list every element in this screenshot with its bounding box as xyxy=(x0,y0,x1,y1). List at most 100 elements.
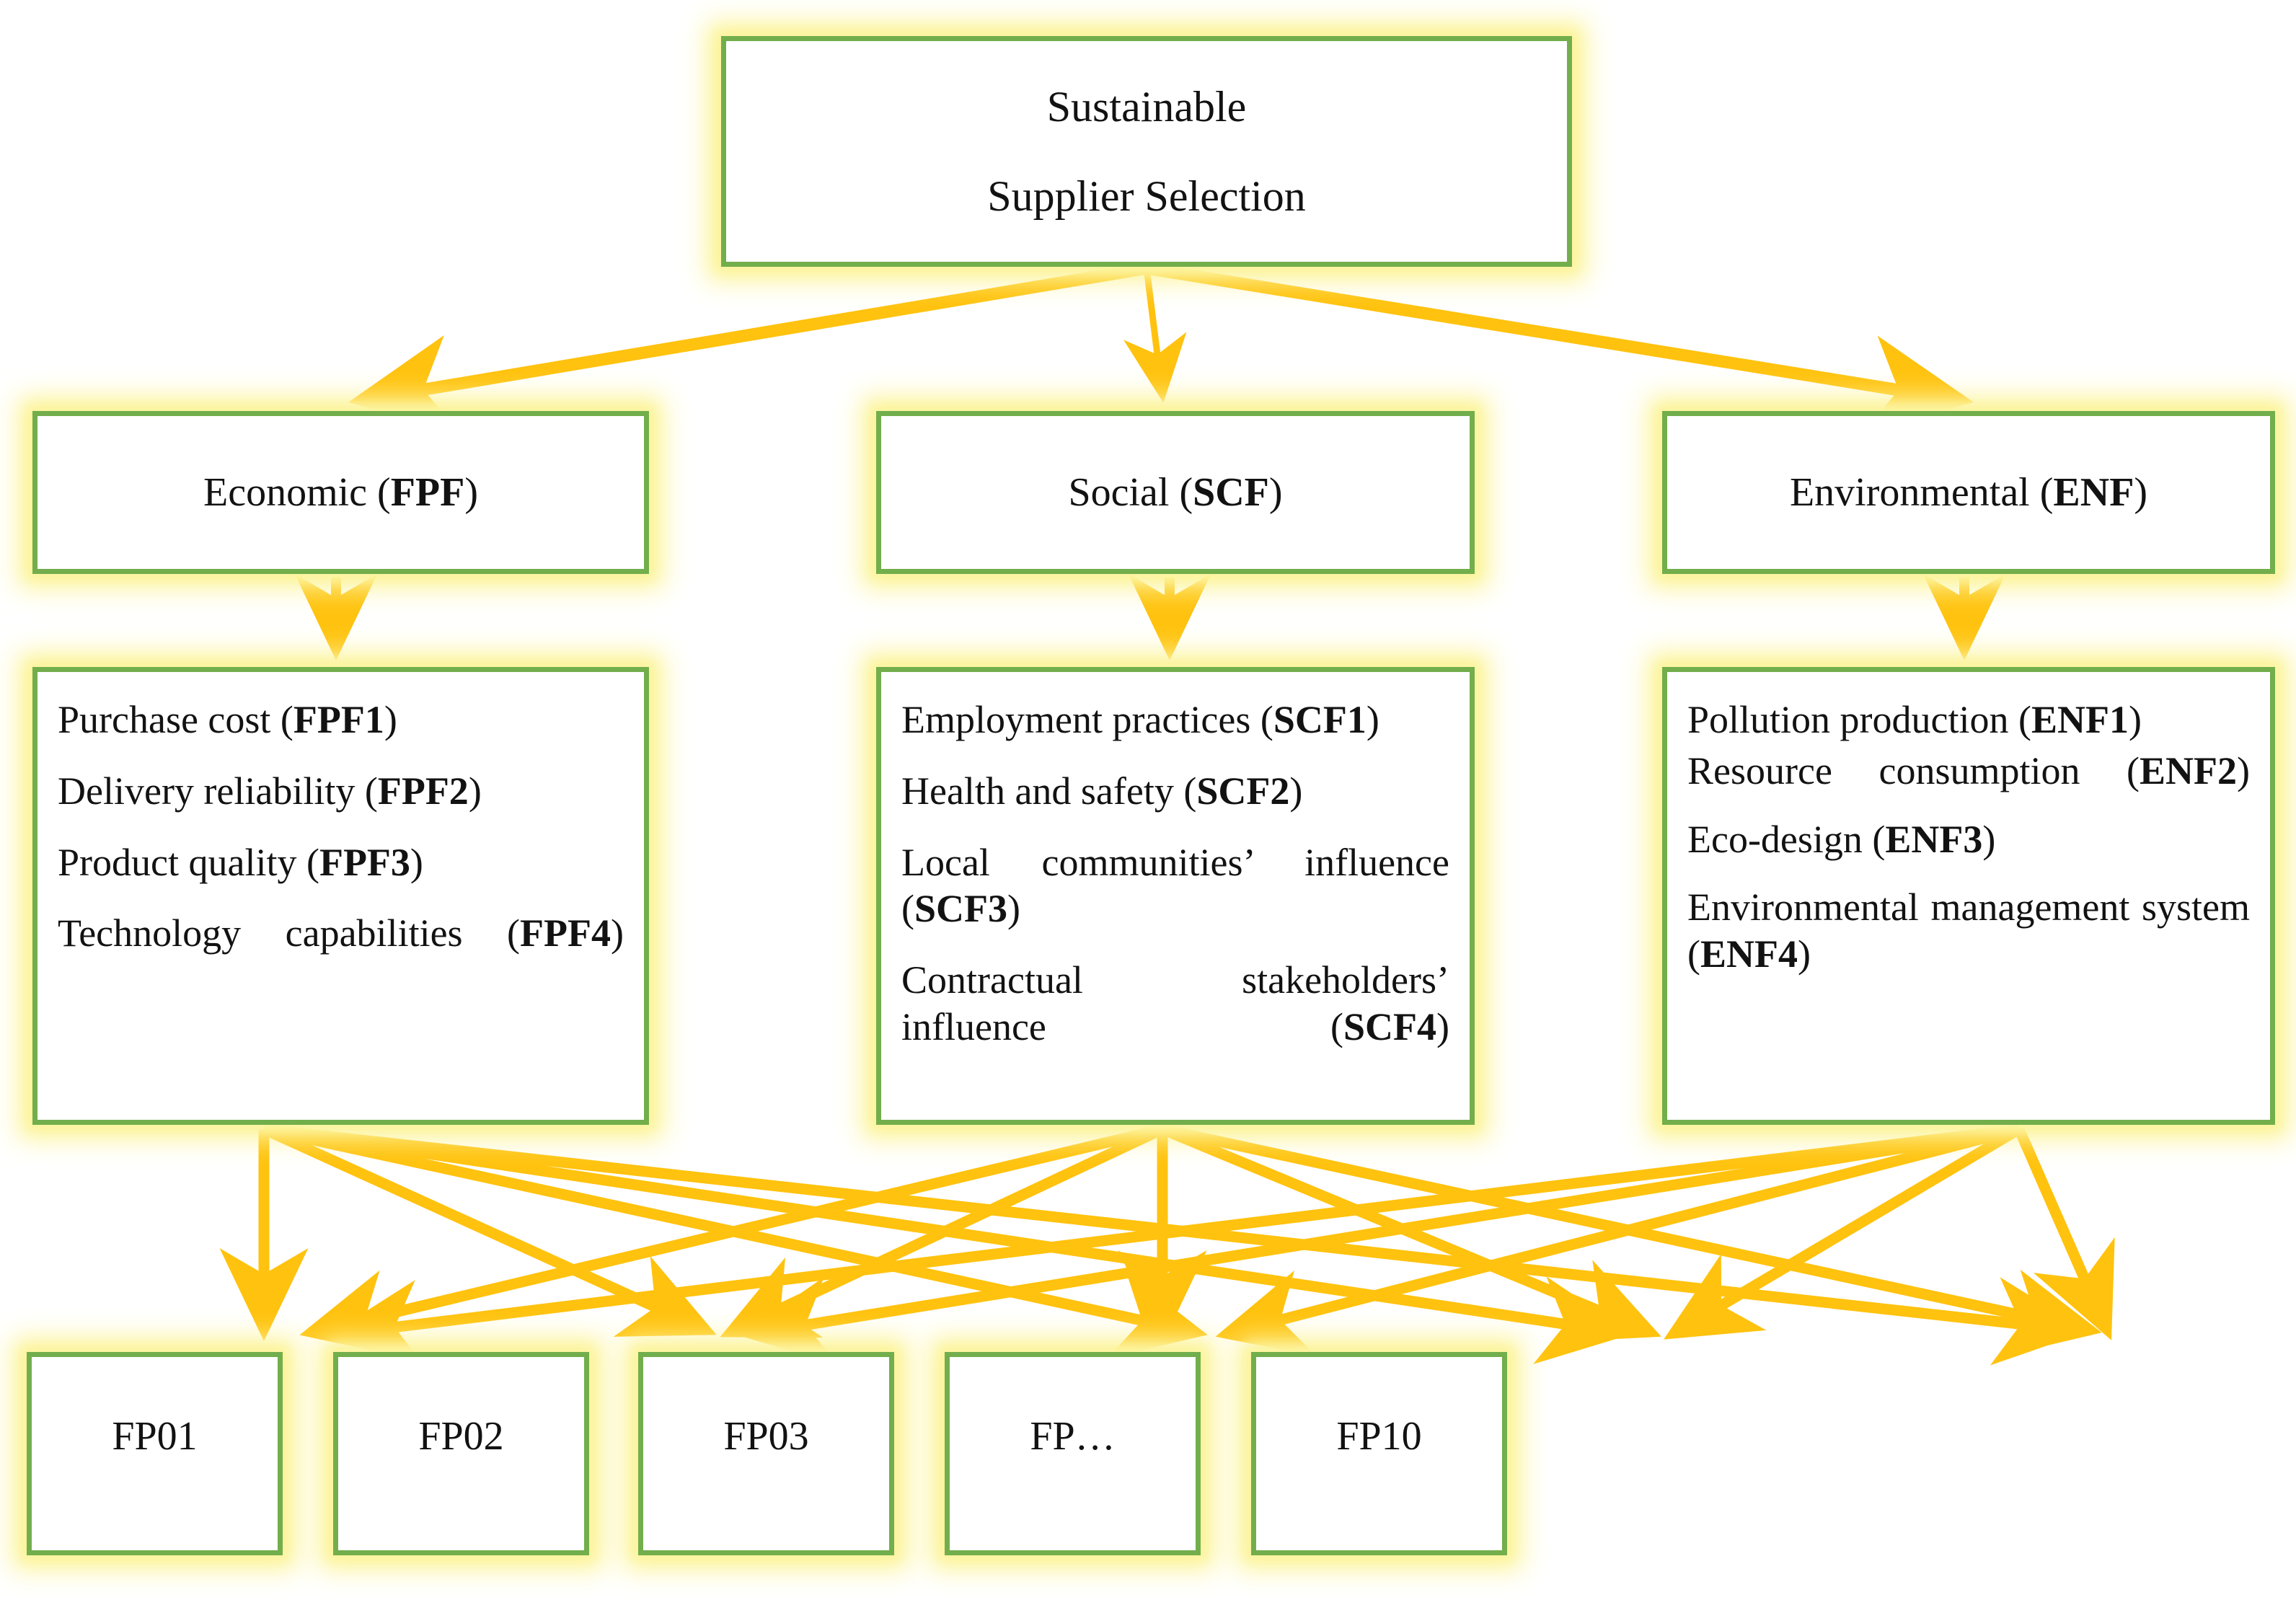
subcriterion-enf1: Pollution production (ENF1) xyxy=(1687,697,2250,743)
arrow-scf-to-fp01 xyxy=(299,1123,1164,1357)
subcriterion-fpf1-code: FPF1 xyxy=(293,698,384,741)
subcriterion-scf1-tail: ) xyxy=(1366,698,1379,741)
alternative-fp01-inner: FP01 xyxy=(32,1357,278,1550)
subcriterion-scf2-code: SCF2 xyxy=(1196,769,1290,813)
subcriterion-fpf3-code: FPF3 xyxy=(319,840,410,884)
subcriteria-economic-inner: Purchase cost (FPF1) Delivery reliabilit… xyxy=(37,672,644,1120)
criterion-economic-inner: Economic (FPF) xyxy=(37,416,644,569)
alternative-fp02-inner: FP02 xyxy=(338,1357,584,1550)
criterion-box-economic[interactable]: Economic (FPF) xyxy=(32,411,649,574)
arrow-enf-to-fpdots xyxy=(1664,1124,2022,1340)
subcriterion-fpf3-tail: ) xyxy=(410,840,423,884)
alternative-fp10-inner: FP10 xyxy=(1256,1357,1502,1550)
subcriterion-fpf4: Technology capabilities (FPF4) xyxy=(58,910,624,957)
subcriterion-scf1-code: SCF1 xyxy=(1273,698,1366,741)
arrow-enf-to-fp02 xyxy=(739,1123,2021,1365)
subcriterion-scf3-text: Local communities’ influence ( xyxy=(901,840,1449,931)
subcriterion-enf3: Eco-design (ENF3) xyxy=(1687,816,2250,863)
subcriterion-fpf1: Purchase cost (FPF1) xyxy=(58,697,624,743)
subcriterion-enf1-code: ENF1 xyxy=(2031,698,2129,741)
subcriterion-scf2-tail: ) xyxy=(1289,769,1303,813)
subcriterion-scf1: Employment practices (SCF1) xyxy=(901,697,1449,743)
subcriterion-enf2-text: Resource consumption ( xyxy=(1687,748,2140,792)
subcriterion-enf4-tail: ) xyxy=(1797,932,1811,976)
subcriterion-enf2: Resource consumption (ENF2) xyxy=(1687,748,2250,795)
criterion-social-code: SCF xyxy=(1193,470,1269,515)
criterion-box-environmental[interactable]: Environmental (ENF) xyxy=(1662,411,2275,574)
criterion-social-name: Social xyxy=(1068,470,1170,515)
paren-open: ( xyxy=(1169,470,1193,515)
goal-title-line-2: Supplier Selection xyxy=(987,172,1306,220)
subcriteria-box-environmental[interactable]: Pollution production (ENF1) Resource con… xyxy=(1662,667,2275,1125)
criterion-environmental-label: Environmental (ENF) xyxy=(1790,469,2147,516)
arrow-enf-to-fp03 xyxy=(1215,1123,2021,1357)
criterion-economic-label: Economic (FPF) xyxy=(203,469,478,516)
subcriterion-scf4-tail: ) xyxy=(1436,1004,1449,1048)
subcriterion-fpf1-tail: ) xyxy=(384,698,397,741)
subcriteria-box-economic[interactable]: Purchase cost (FPF1) Delivery reliabilit… xyxy=(32,667,649,1125)
criterion-environmental-name: Environmental xyxy=(1789,470,2030,515)
subcriterion-fpf3-text: Product quality ( xyxy=(58,840,319,884)
subcriterion-enf3-text: Eco-design ( xyxy=(1687,817,1886,861)
subcriterion-enf1-text: Pollution production ( xyxy=(1687,698,2031,741)
subcriterion-scf3: Local communities’ influence (SCF3) xyxy=(901,839,1449,933)
alternative-box-fp03[interactable]: FP03 xyxy=(638,1352,894,1555)
alternative-fp-ellipsis-label: FP… xyxy=(1030,1414,1116,1459)
goal-box-inner: Sustainable Supplier Selection xyxy=(726,41,1567,262)
subcriteria-environmental-inner: Pollution production (ENF1) Resource con… xyxy=(1667,672,2270,1120)
paren-close: ) xyxy=(464,470,478,515)
paren-open: ( xyxy=(2029,470,2054,515)
subcriterion-enf3-tail: ) xyxy=(1982,817,1996,861)
criterion-environmental-code: ENF xyxy=(2053,470,2134,515)
goal-box[interactable]: Sustainable Supplier Selection xyxy=(721,36,1572,267)
subcriterion-fpf4-tail: ) xyxy=(611,911,624,955)
alternative-fp03-inner: FP03 xyxy=(643,1357,889,1550)
subcriterion-fpf3: Product quality (FPF3) xyxy=(58,839,624,886)
subcriterion-scf1-text: Employment practices ( xyxy=(901,698,1273,741)
alternative-box-fp02[interactable]: FP02 xyxy=(333,1352,589,1555)
subcriterion-enf4-text: Environmental management system ( xyxy=(1687,885,2250,976)
subcriterion-scf3-tail: ) xyxy=(1007,887,1020,931)
goal-title-line-1: Sustainable xyxy=(1046,83,1247,131)
subcriterion-scf4-text: Contractual stakeholders’ influence ( xyxy=(901,958,1449,1048)
paren-close: ) xyxy=(1268,470,1283,515)
criterion-box-social[interactable]: Social (SCF) xyxy=(876,411,1475,574)
subcriterion-fpf2: Delivery reliability (FPF2) xyxy=(58,768,624,815)
arrow-goal-to-social xyxy=(1123,268,1187,403)
subcriterion-scf4: Contractual stakeholders’ influence (SCF… xyxy=(901,957,1449,1051)
paren-close: ) xyxy=(2134,470,2148,515)
arrow-enf-to-fp01 xyxy=(328,1123,2020,1369)
alternative-fp03-label: FP03 xyxy=(723,1414,809,1459)
alternative-box-fp-ellipsis[interactable]: FP… xyxy=(945,1352,1201,1555)
arrow-enf-to-fp10 xyxy=(2014,1126,2115,1340)
alternative-fp02-label: FP02 xyxy=(418,1414,504,1459)
subcriteria-box-social[interactable]: Employment practices (SCF1) Health and s… xyxy=(876,667,1475,1125)
paren-open: ( xyxy=(367,470,391,515)
alternative-box-fp01[interactable]: FP01 xyxy=(27,1352,283,1555)
criterion-social-inner: Social (SCF) xyxy=(881,416,1470,569)
alternative-fp10-label: FP10 xyxy=(1336,1414,1422,1459)
criterion-economic-name: Economic xyxy=(203,470,368,515)
subcriterion-fpf4-text: Technology capabilities ( xyxy=(58,911,521,955)
subcriterion-enf4: Environmental management system (ENF4) xyxy=(1687,884,2250,978)
alternative-box-fp10[interactable]: FP10 xyxy=(1251,1352,1507,1555)
criterion-economic-code: FPF xyxy=(390,470,465,515)
subcriterion-enf2-tail: ) xyxy=(2237,748,2250,792)
subcriterion-fpf2-code: FPF2 xyxy=(377,769,469,813)
subcriterion-enf1-tail: ) xyxy=(2128,698,2142,741)
subcriterion-scf2-text: Health and safety ( xyxy=(901,769,1197,813)
subcriterion-scf2: Health and safety (SCF2) xyxy=(901,768,1449,815)
subcriterion-scf3-code: SCF3 xyxy=(914,887,1007,931)
subcriterion-fpf2-text: Delivery reliability ( xyxy=(58,769,378,813)
subcriterion-fpf1-text: Purchase cost ( xyxy=(58,698,293,741)
subcriterion-enf2-code: ENF2 xyxy=(2140,748,2238,792)
arrow-goal-to-economic xyxy=(348,262,1148,435)
subcriterion-enf4-code: ENF4 xyxy=(1700,932,1798,976)
arrow-goal-to-environmental xyxy=(1145,262,1974,436)
subcriteria-social-inner: Employment practices (SCF1) Health and s… xyxy=(881,672,1470,1120)
criterion-social-label: Social (SCF) xyxy=(1068,469,1282,516)
alternative-fp-ellipsis-inner: FP… xyxy=(950,1357,1196,1550)
